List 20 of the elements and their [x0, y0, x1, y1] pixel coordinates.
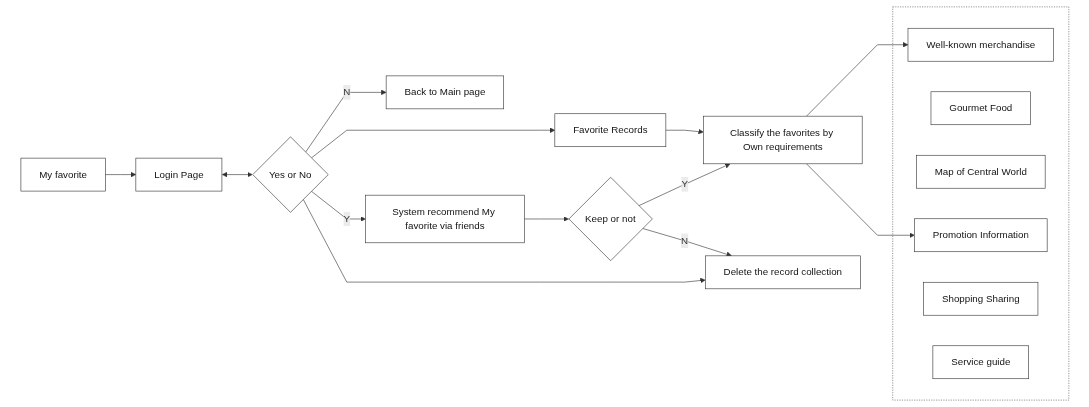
node-box: Well-known merchandise: [907, 27, 1054, 62]
cluster: [892, 6, 1069, 401]
node-box: Map of Central World: [915, 154, 1046, 189]
node-diamond: Yes or No: [252, 136, 329, 213]
node-diamond: Keep or not: [568, 176, 653, 262]
edge-label: N: [680, 235, 688, 246]
node-box: Promotion Information: [913, 218, 1048, 253]
node-box: Login Page: [135, 157, 222, 192]
node-box: Shopping Sharing: [922, 281, 1038, 316]
node-box: Service guide: [932, 345, 1029, 380]
node-box: Favorite Records: [554, 113, 666, 147]
edge-label: Y: [343, 213, 350, 224]
node-box: My favorite: [20, 157, 106, 192]
node-box: Delete the record collection: [704, 255, 861, 290]
edge-label: Y: [681, 178, 688, 190]
node-box: Classify the favorites by Own requirements: [702, 115, 863, 165]
node-box: Back to Main page: [385, 75, 504, 110]
node-box: System recommend My favorite via friends: [364, 194, 525, 244]
node-box: Gourmet Food: [930, 91, 1031, 126]
edge-label: N: [342, 86, 350, 98]
